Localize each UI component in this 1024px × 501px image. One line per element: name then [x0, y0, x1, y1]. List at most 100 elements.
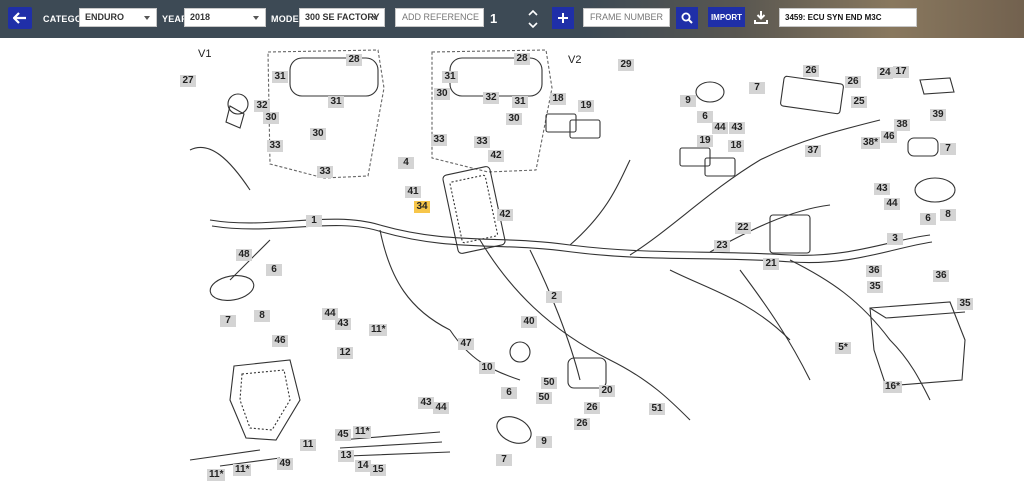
- part-callout[interactable]: 34: [414, 201, 430, 213]
- part-callout[interactable]: 6: [501, 387, 517, 399]
- selected-document-field[interactable]: 3459: ECU SYN END M3C: [779, 8, 917, 27]
- part-callout[interactable]: 31: [442, 71, 458, 83]
- part-callout[interactable]: 5*: [835, 342, 851, 354]
- part-callout[interactable]: 44: [884, 198, 900, 210]
- part-callout[interactable]: 31: [272, 71, 288, 83]
- part-callout[interactable]: 38*: [861, 137, 881, 149]
- part-callout[interactable]: 2: [546, 291, 562, 303]
- part-callout[interactable]: 16*: [883, 381, 903, 393]
- part-callout[interactable]: 14: [355, 460, 371, 472]
- part-callout[interactable]: 42: [488, 150, 504, 162]
- quantity-stepper[interactable]: [527, 7, 539, 31]
- add-reference-button[interactable]: [552, 7, 574, 29]
- part-callout[interactable]: 29: [618, 59, 634, 71]
- part-callout[interactable]: 7: [749, 82, 765, 94]
- part-callout[interactable]: 30: [434, 88, 450, 100]
- part-callout[interactable]: 46: [272, 335, 288, 347]
- part-callout[interactable]: 47: [458, 338, 474, 350]
- part-callout[interactable]: 11*: [353, 426, 372, 438]
- part-callout[interactable]: 35: [867, 281, 883, 293]
- part-callout[interactable]: 7: [496, 454, 512, 466]
- part-callout[interactable]: 24: [877, 67, 893, 79]
- part-callout[interactable]: 33: [431, 134, 447, 146]
- part-callout[interactable]: 8: [940, 209, 956, 221]
- part-callout[interactable]: 48: [236, 249, 252, 261]
- part-callout[interactable]: 8: [254, 310, 270, 322]
- part-callout[interactable]: 19: [697, 135, 713, 147]
- part-callout[interactable]: 11*: [369, 324, 388, 336]
- part-callout[interactable]: 36: [866, 265, 882, 277]
- part-callout[interactable]: 35: [957, 298, 973, 310]
- part-callout[interactable]: 28: [346, 54, 362, 66]
- part-callout[interactable]: 30: [263, 112, 279, 124]
- part-callout[interactable]: 31: [512, 96, 528, 108]
- part-callout[interactable]: 42: [497, 209, 513, 221]
- part-callout[interactable]: 26: [803, 65, 819, 77]
- part-callout[interactable]: 11*: [233, 464, 252, 476]
- part-callout[interactable]: 43: [335, 318, 351, 330]
- category-select[interactable]: ENDURO: [79, 8, 157, 27]
- import-button[interactable]: IMPORT: [708, 7, 745, 27]
- part-callout[interactable]: 33: [267, 140, 283, 152]
- part-callout[interactable]: 18: [550, 93, 566, 105]
- part-callout[interactable]: 43: [729, 122, 745, 134]
- part-callout[interactable]: 33: [317, 166, 333, 178]
- part-callout[interactable]: 18: [728, 140, 744, 152]
- part-callout[interactable]: 44: [322, 308, 338, 320]
- part-callout[interactable]: 27: [180, 75, 196, 87]
- part-callout[interactable]: 6: [697, 111, 713, 123]
- part-callout[interactable]: 11: [300, 439, 316, 451]
- part-callout[interactable]: 30: [506, 113, 522, 125]
- part-callout[interactable]: 17: [893, 66, 909, 78]
- part-callout[interactable]: 39: [930, 109, 946, 121]
- year-select[interactable]: 2018: [184, 8, 266, 27]
- part-callout[interactable]: 6: [266, 264, 282, 276]
- part-callout[interactable]: 38: [894, 119, 910, 131]
- part-callout[interactable]: 46: [881, 131, 897, 143]
- part-callout[interactable]: 36: [933, 270, 949, 282]
- frame-number-input[interactable]: FRAME NUMBER: [583, 8, 670, 27]
- part-callout[interactable]: 9: [680, 95, 696, 107]
- download-button[interactable]: [752, 8, 770, 26]
- part-callout[interactable]: 6: [920, 213, 936, 225]
- part-callout[interactable]: 43: [874, 183, 890, 195]
- part-callout[interactable]: 7: [220, 315, 236, 327]
- part-callout[interactable]: 33: [474, 136, 490, 148]
- part-callout[interactable]: 50: [541, 377, 557, 389]
- part-callout[interactable]: 10: [479, 362, 495, 374]
- part-callout[interactable]: 15: [370, 464, 386, 476]
- part-callout[interactable]: 44: [712, 122, 728, 134]
- model-select[interactable]: 300 SE FACTORY: [299, 8, 385, 27]
- part-callout[interactable]: 37: [805, 145, 821, 157]
- part-callout[interactable]: 26: [574, 418, 590, 430]
- part-callout[interactable]: 22: [735, 222, 751, 234]
- part-callout[interactable]: 9: [536, 436, 552, 448]
- part-callout[interactable]: 32: [483, 92, 499, 104]
- back-button[interactable]: [8, 7, 32, 29]
- part-callout[interactable]: 12: [337, 347, 353, 359]
- part-callout[interactable]: 11*: [207, 469, 226, 481]
- part-callout[interactable]: 19: [578, 100, 594, 112]
- part-callout[interactable]: 30: [310, 128, 326, 140]
- part-callout[interactable]: 26: [845, 76, 861, 88]
- part-callout[interactable]: 32: [254, 100, 270, 112]
- quantity-value[interactable]: 1: [490, 11, 498, 26]
- part-callout[interactable]: 25: [851, 96, 867, 108]
- part-callout[interactable]: 49: [277, 458, 293, 470]
- part-callout[interactable]: 23: [714, 240, 730, 252]
- part-callout[interactable]: 4: [398, 157, 414, 169]
- part-callout[interactable]: 13: [338, 450, 354, 462]
- part-callout[interactable]: 51: [649, 403, 665, 415]
- part-callout[interactable]: 21: [763, 258, 779, 270]
- part-callout[interactable]: 3: [887, 233, 903, 245]
- part-callout[interactable]: 43: [418, 397, 434, 409]
- search-button[interactable]: [676, 7, 698, 29]
- part-callout[interactable]: 44: [433, 402, 449, 414]
- part-callout[interactable]: 20: [599, 385, 615, 397]
- part-callout[interactable]: 40: [521, 316, 537, 328]
- add-reference-input[interactable]: ADD REFERENCE: [395, 8, 484, 27]
- part-callout[interactable]: 45: [335, 429, 351, 441]
- part-callout[interactable]: 31: [328, 96, 344, 108]
- part-callout[interactable]: 50: [536, 392, 552, 404]
- part-callout[interactable]: 41: [405, 186, 421, 198]
